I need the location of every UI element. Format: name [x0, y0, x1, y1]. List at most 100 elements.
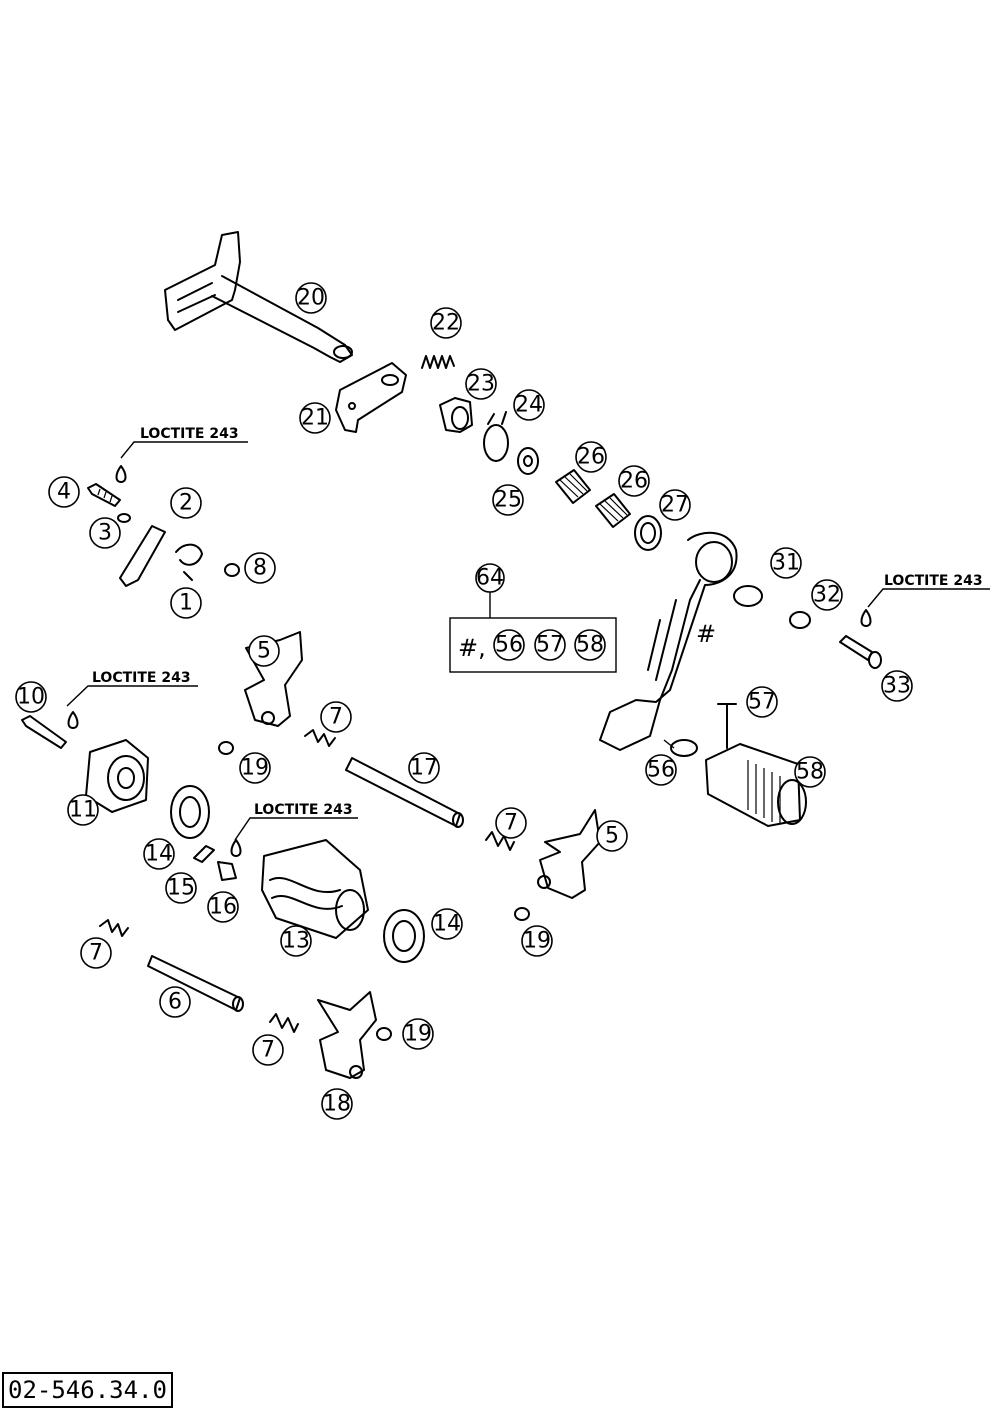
- spring-24: [483, 411, 509, 462]
- callout-33: 33: [881, 670, 913, 702]
- kit-item-58-label: 58: [576, 633, 604, 658]
- svg-text:23: 23: [467, 372, 495, 397]
- callout-56: 56: [645, 754, 677, 786]
- kit-box-64: 64 #, 56 57 58: [449, 563, 617, 673]
- fork-18: [317, 991, 377, 1079]
- kit-item-58: [574, 629, 606, 661]
- bolt-16: [217, 861, 237, 881]
- callout-2: 2: [170, 487, 202, 519]
- kit-item-56-label: 56: [495, 633, 523, 658]
- svg-text:7: 7: [89, 941, 103, 966]
- callout-19b: 19: [521, 925, 553, 957]
- svg-text:20: 20: [297, 286, 325, 311]
- kit-item-56: [493, 629, 525, 661]
- callout-25: 25: [492, 484, 524, 516]
- bolt-10: [21, 715, 67, 749]
- svg-text:19: 19: [404, 1022, 432, 1047]
- callout-14b: 14: [431, 908, 463, 940]
- spring-7b: [485, 831, 515, 851]
- shift-drum-13: [261, 839, 369, 939]
- callout-1: 1: [170, 587, 202, 619]
- svg-text:31: 31: [772, 551, 800, 576]
- washer-31: [733, 585, 763, 607]
- callout-16: 16: [207, 891, 239, 923]
- callout-64: [475, 563, 505, 593]
- callout-11: 11: [67, 794, 99, 826]
- callout-18: 18: [321, 1088, 353, 1120]
- svg-text:22: 22: [432, 311, 460, 336]
- loctite-note-3: LOCTITE 243: [230, 802, 353, 857]
- washer-3: [117, 513, 131, 523]
- svg-text:27: 27: [661, 493, 689, 518]
- glue-drop-icon: [115, 465, 127, 483]
- svg-text:17: 17: [410, 756, 438, 781]
- loctite-label-2: LOCTITE 243: [92, 670, 191, 686]
- svg-text:15: 15: [167, 876, 195, 901]
- callout-26b: 26: [618, 465, 650, 497]
- leader-lines: [66, 441, 990, 841]
- loctite-label-4: LOCTITE 243: [884, 573, 983, 589]
- roller-19a: [218, 741, 234, 755]
- callout-27: 27: [659, 489, 691, 521]
- svg-text:6: 6: [168, 990, 182, 1015]
- callout-58: 58: [794, 756, 826, 788]
- spring-7c: [99, 919, 129, 937]
- callout-8: 8: [244, 552, 276, 584]
- bearing-26b: [595, 493, 631, 528]
- callout-24: 24: [513, 389, 545, 421]
- loctite-label-3: LOCTITE 243: [254, 802, 353, 818]
- callout-15: 15: [165, 872, 197, 904]
- callout-19c: 19: [402, 1018, 434, 1050]
- svg-text:7: 7: [504, 811, 518, 836]
- callout-7b: 7: [495, 807, 527, 839]
- callout-4: 4: [48, 476, 80, 508]
- callout-22: 22: [430, 307, 462, 339]
- roller-19b: [514, 907, 530, 921]
- kit-item-57-label: 57: [536, 633, 564, 658]
- rod-6: [147, 955, 244, 1012]
- kit-box-hash: #,: [458, 634, 486, 662]
- svg-text:10: 10: [17, 685, 45, 710]
- kick-pedal-arm: [599, 531, 738, 751]
- callout-19a: 19: [239, 752, 271, 784]
- spring-1: [175, 543, 203, 581]
- washer-25: [517, 447, 539, 475]
- callout-5b: 5: [596, 820, 628, 852]
- svg-text:56: 56: [647, 758, 675, 783]
- svg-text:21: 21: [301, 406, 329, 431]
- svg-text:8: 8: [253, 556, 267, 581]
- svg-text:26: 26: [577, 445, 605, 470]
- roller-8: [224, 563, 240, 577]
- callout-7c: 7: [80, 937, 112, 969]
- svg-text:4: 4: [57, 480, 71, 505]
- svg-text:1: 1: [179, 591, 193, 616]
- bolt-4: [87, 483, 121, 507]
- bearing-14a: [170, 785, 210, 839]
- svg-text:7: 7: [261, 1038, 275, 1063]
- bearing-26a: [555, 469, 591, 504]
- callout-57: 57: [746, 686, 778, 718]
- svg-text:7: 7: [329, 705, 343, 730]
- callout-bubbles: 20 22 23 24 21 26 26 25 27 4 2 3 8 1 31 …: [15, 282, 913, 1120]
- svg-text:58: 58: [796, 760, 824, 785]
- ring-56: [670, 739, 698, 757]
- glue-drop-icon: [230, 839, 242, 857]
- pin-15: [193, 845, 215, 863]
- spring-7d: [269, 1013, 299, 1033]
- svg-text:3: 3: [98, 521, 112, 546]
- loctite-note-4: LOCTITE 243: [860, 573, 983, 627]
- callout-26a: 26: [575, 441, 607, 473]
- callout-5a: 5: [248, 635, 280, 667]
- callout-20: 20: [295, 282, 327, 314]
- pedal-hash-mark: #: [696, 620, 716, 648]
- callout-10: 10: [15, 681, 47, 713]
- callout-17: 17: [408, 752, 440, 784]
- callout-32: 32: [811, 579, 843, 611]
- svg-text:13: 13: [282, 929, 310, 954]
- bolt-33: [839, 635, 882, 669]
- svg-text:2: 2: [179, 491, 193, 516]
- glue-drop-icon: [67, 711, 79, 729]
- spring-7a: [304, 729, 336, 747]
- spring-22: [421, 355, 455, 369]
